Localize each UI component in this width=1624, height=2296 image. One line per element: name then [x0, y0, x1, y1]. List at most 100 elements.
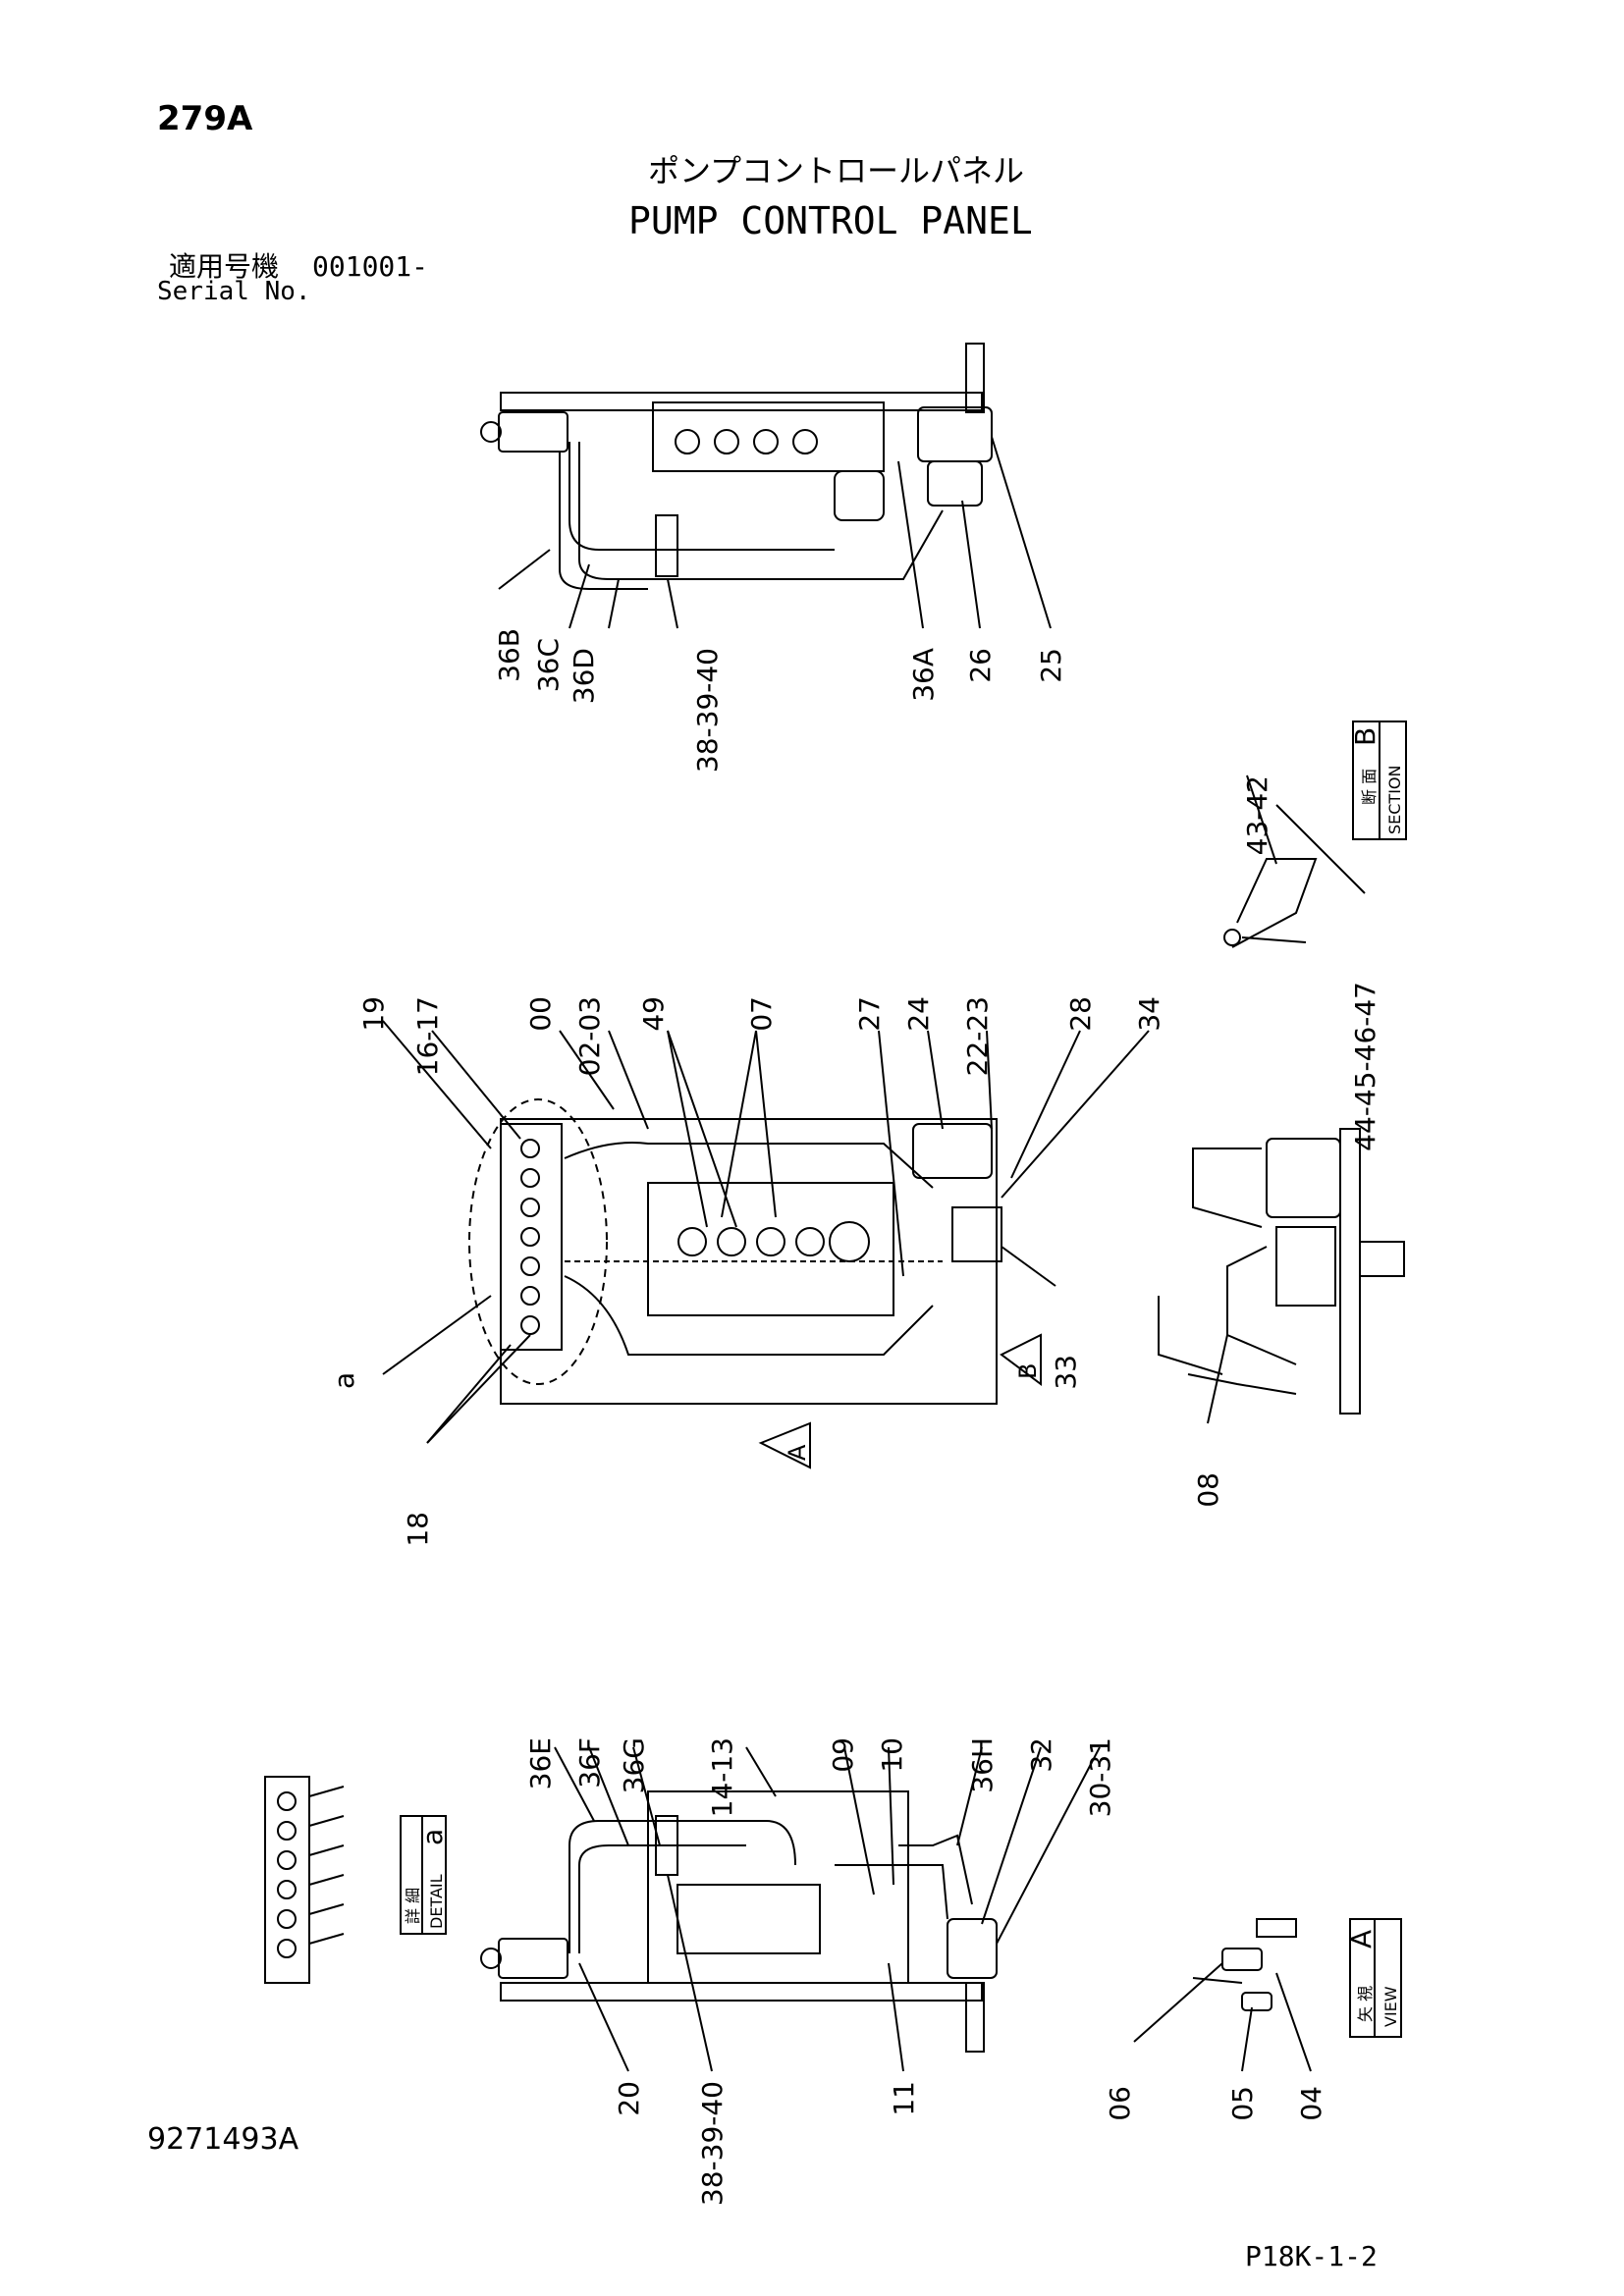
side-hose [1187, 1373, 1297, 1395]
leader [559, 1030, 615, 1110]
section-b-labels: 43-42 44-45-46-47 断 面 B SECTION [1241, 727, 1404, 1151]
callout-label: 38-39-40 [696, 2081, 729, 2206]
detail-port [277, 1791, 297, 1811]
leader [1241, 936, 1307, 943]
callout-label: 14-13 [706, 1737, 738, 1817]
leader [667, 578, 678, 629]
side-block [1275, 1226, 1336, 1307]
leader [897, 460, 924, 629]
section-b-plate [1275, 804, 1366, 894]
callout-label: 24 [902, 996, 935, 1032]
leader [878, 1030, 904, 1277]
bottom-hose [568, 1820, 796, 1953]
callout-label: 25 [1035, 648, 1067, 683]
callout-label: 36C [532, 638, 565, 692]
bottom-bracket [965, 1982, 985, 2053]
callout-label: 33 [1050, 1355, 1082, 1390]
top-clamp [655, 514, 678, 577]
view-title-en: DETAIL [427, 1874, 446, 1929]
main-valve [795, 1227, 825, 1256]
callout-label: 36E [524, 1737, 557, 1789]
callout-label: 06 [1104, 2086, 1136, 2121]
page-reference: P18K-1-2 [1245, 2240, 1378, 2272]
bottom-left-fitting [498, 1938, 568, 1979]
bottom-right-valve [947, 1918, 998, 1979]
leader [986, 1030, 993, 1130]
main-hose [564, 1142, 934, 1189]
side-plate [1339, 1128, 1361, 1415]
detail-port [277, 1821, 297, 1841]
top-port [675, 429, 700, 454]
top-panel-plate [500, 392, 983, 411]
main-block [951, 1206, 1002, 1262]
main-port [520, 1286, 540, 1306]
callout-label: 38-39-40 [691, 648, 724, 773]
callout-label: 16-17 [411, 996, 444, 1076]
top-valve-head [834, 470, 885, 521]
callout-label: 26 [964, 648, 997, 683]
callout-label: 36A [907, 648, 940, 702]
view-marker-b-shape [1000, 1333, 1042, 1386]
leader [1246, 774, 1277, 865]
view-a-fitting [1241, 1992, 1272, 2011]
side-hose [1226, 1246, 1297, 1365]
main-port [520, 1315, 540, 1335]
callout-label: 04 [1295, 2086, 1327, 2121]
callout-label: 36D [568, 648, 600, 704]
callout-label: 28 [1064, 996, 1097, 1032]
view-title-letter: B [1349, 727, 1381, 746]
top-right-valve-lower [927, 460, 983, 507]
section-b-view [1223, 721, 1407, 948]
main-manifold [500, 1123, 563, 1351]
top-left-nut [480, 421, 502, 443]
top-port [753, 429, 779, 454]
bottom-frame [647, 1790, 909, 1984]
callout-label: 08 [1192, 1472, 1224, 1508]
bottom-hose [898, 1834, 973, 1905]
leader [961, 500, 981, 629]
leader [745, 1746, 777, 1797]
detail-manifold [264, 1776, 310, 1984]
drawing-number: 9271493A [147, 2122, 299, 2157]
callout-label: 18 [402, 1512, 434, 1547]
leader [991, 436, 1052, 629]
bottom-hose [835, 1864, 948, 1920]
view-title-letter: A [1345, 1930, 1378, 1949]
leader [843, 1746, 875, 1896]
top-hose [578, 442, 944, 580]
main-port [520, 1198, 540, 1217]
callout-label: 22-23 [961, 996, 994, 1076]
leader [382, 1295, 492, 1375]
leader [667, 1874, 713, 2072]
view-title-jp: 詳 細 [404, 1888, 422, 1924]
view-title-jp: 断 面 [1360, 769, 1379, 805]
serial-label-english: Serial No. [157, 277, 311, 306]
leader [996, 1746, 1101, 1945]
leader [382, 1020, 492, 1149]
main-port [520, 1256, 540, 1276]
top-right-valve [917, 406, 993, 462]
detail-port [277, 1909, 297, 1929]
leader [1010, 1030, 1081, 1179]
main-hose [564, 1275, 934, 1356]
leader [632, 1746, 661, 1846]
section-b-bolt [1223, 929, 1241, 946]
callout-label: 36F [573, 1737, 606, 1789]
top-valve-block [652, 401, 885, 472]
callout-label: 02-03 [573, 996, 606, 1076]
leader [956, 1746, 983, 1846]
callout-label: 49 [637, 996, 670, 1032]
top-port [714, 429, 739, 454]
serial-value: 001001- [312, 250, 429, 283]
leader [578, 1962, 629, 2072]
callout-label: 34 [1133, 996, 1165, 1032]
leader [888, 1962, 904, 2072]
view-a-labels: 06 05 04 矢 視 A VIEW [1104, 1930, 1400, 2121]
leader [608, 578, 620, 629]
top-left-fitting [498, 411, 568, 453]
main-port [520, 1168, 540, 1188]
main-port [520, 1139, 540, 1158]
leader [554, 1746, 595, 1822]
top-view-callouts: 36B 36C 36D 38-39-40 36A 26 25 [493, 628, 1067, 773]
